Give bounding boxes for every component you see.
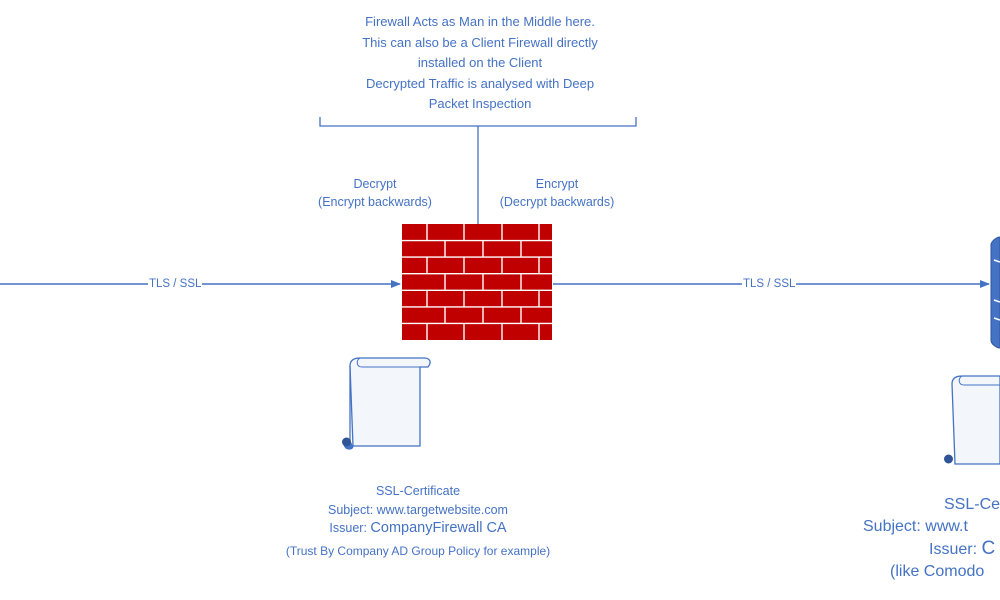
annotation-line: Packet Inspection: [428, 96, 532, 111]
firewall-certificate-details: SSL-Certificate Subject: www.targetwebsi…: [218, 482, 618, 560]
server-certificate-note: (like Comodo: [890, 563, 985, 580]
server-certificate-title: SSL-Ce: [944, 496, 1000, 513]
certificate-issuer-prefix: Issuer:: [329, 521, 371, 535]
server-certificate-issuer: Issuer: C: [850, 538, 1000, 561]
encrypt-label: Encrypt (Decrypt backwards): [472, 175, 642, 211]
right-connection-label: TLS / SSL: [742, 277, 797, 291]
decrypt-label-line: (Encrypt backwards): [318, 195, 432, 209]
certificate-subject: Subject: www.targetwebsite.com: [328, 502, 508, 517]
annotation-line: This can also be a Client Firewall direc…: [362, 34, 598, 50]
annotation-line: installed on the Client: [417, 55, 543, 70]
firewall-icon: [402, 224, 552, 340]
server-certificate-issuer-name: C: [981, 538, 996, 559]
certificate-note: (Trust By Company AD Group Policy for ex…: [285, 543, 551, 558]
server-certificate-scroll-icon: [944, 375, 1000, 465]
encrypt-label-line: Encrypt: [535, 177, 579, 191]
decrypt-label: Decrypt (Encrypt backwards): [290, 175, 460, 211]
server-icon: [990, 236, 1000, 349]
server-certificate-details: SSL-Ce Subject: www.t Issuer: C (like Co…: [850, 494, 1000, 583]
annotation-bracket: [319, 117, 637, 224]
server-certificate-clip: SSL-Ce Subject: www.t Issuer: C (like Co…: [850, 494, 1000, 600]
server-certificate-issuer-prefix: Issuer:: [929, 541, 982, 558]
certificate-scroll-icon: [342, 357, 431, 450]
mitm-annotation: Firewall Acts as Man in the Middle here.…: [330, 12, 630, 115]
encrypt-label-line: (Decrypt backwards): [499, 195, 615, 209]
decrypt-label-line: Decrypt: [353, 177, 397, 191]
left-connection-label: TLS / SSL: [148, 277, 203, 291]
certificate-title: SSL-Certificate: [375, 484, 461, 498]
certificate-issuer-name: CompanyFirewall CA: [370, 520, 507, 536]
annotation-line: Firewall Acts as Man in the Middle here.: [365, 14, 595, 29]
certificate-issuer: Issuer: CompanyFirewall CA: [218, 519, 618, 538]
server-certificate-subject: Subject: www.t: [863, 518, 968, 535]
annotation-line: Decrypted Traffic is analysed with Deep: [365, 75, 595, 91]
